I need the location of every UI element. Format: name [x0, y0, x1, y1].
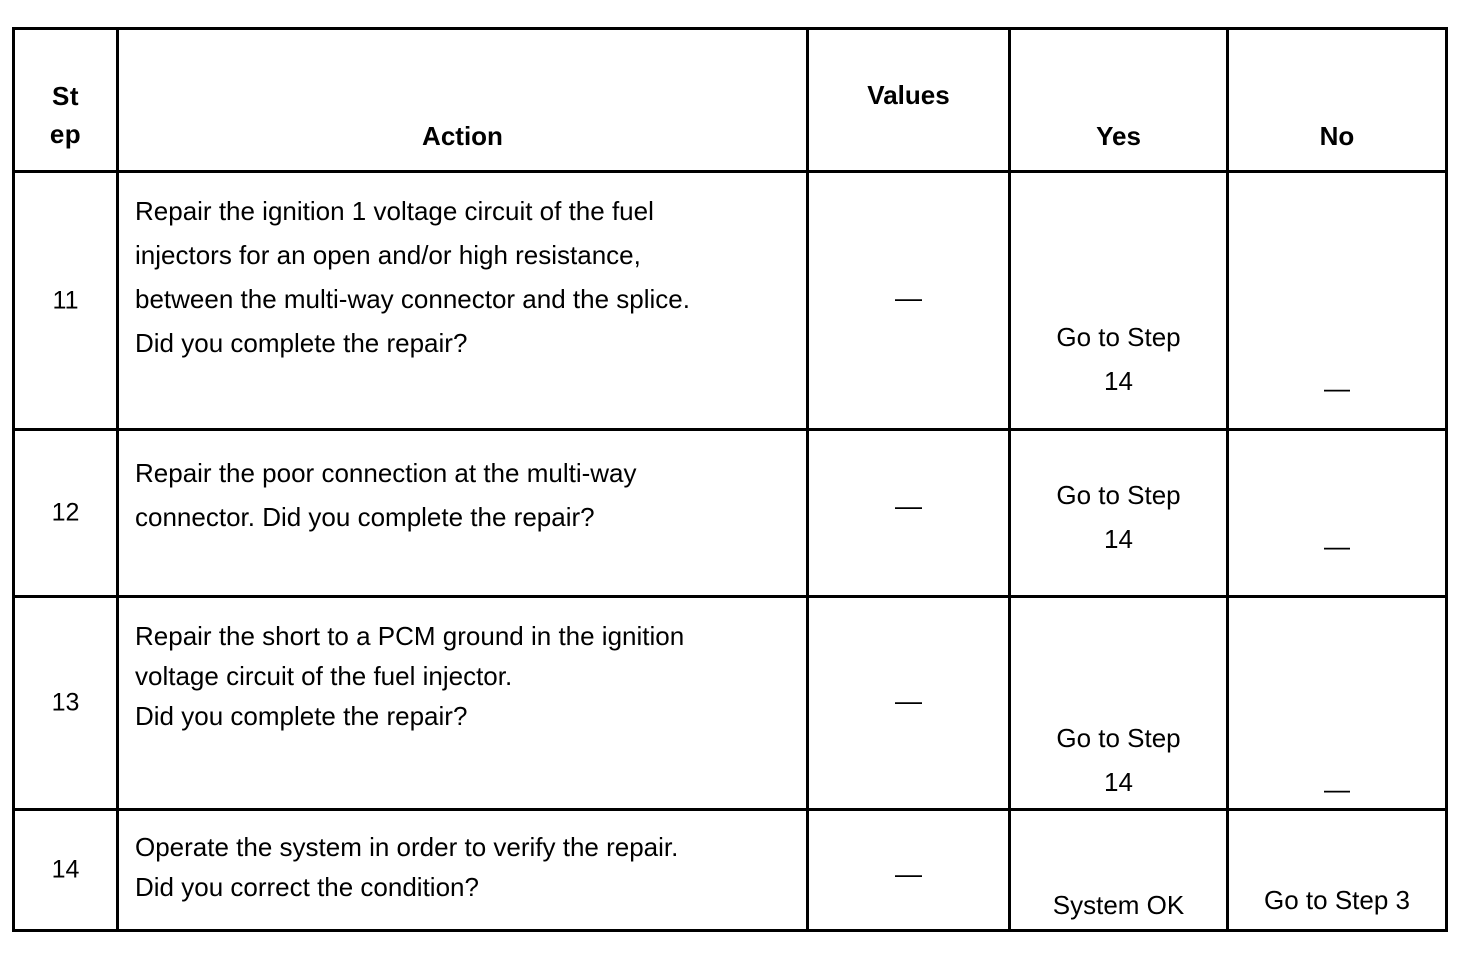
header-no-label: No: [1319, 121, 1355, 151]
no-result: —: [1324, 774, 1350, 804]
cell-values: —: [806, 428, 1011, 598]
header-cell-yes: Yes: [1008, 27, 1229, 173]
table-row: 14 Operate the system in order to verify…: [12, 808, 1448, 932]
cell-step: 13: [12, 595, 119, 811]
action-text: Operate the system in order to verify th…: [135, 832, 679, 902]
header-action-label: Action: [422, 121, 503, 151]
yes-result: Go to Step 14: [1056, 480, 1181, 554]
no-result: Go to Step 3: [1264, 885, 1410, 915]
table-row: 11 Repair the ignition 1 voltage circuit…: [12, 170, 1448, 431]
header-cell-action: Action: [116, 27, 809, 173]
step-number: 11: [52, 286, 79, 314]
cell-no: —: [1226, 170, 1448, 431]
table-row: 12 Repair the poor connection at the mul…: [12, 428, 1448, 598]
step-number: 14: [51, 855, 80, 884]
no-result: —: [1324, 531, 1350, 561]
header-cell-values: Values: [806, 27, 1011, 173]
table-body: 11 Repair the ignition 1 voltage circuit…: [12, 170, 1448, 932]
cell-step: 11: [12, 170, 119, 431]
cell-no: —: [1226, 595, 1448, 811]
cell-action: Operate the system in order to verify th…: [116, 808, 809, 932]
action-text: Repair the poor connection at the multi-…: [135, 458, 637, 532]
cell-values: —: [806, 595, 1011, 811]
values-dash: —: [895, 686, 922, 716]
header-step-stack: St ep: [15, 77, 116, 153]
cell-yes: Go to Step 14: [1008, 595, 1229, 811]
header-row: St ep Action Values Yes No: [12, 27, 1448, 173]
step-number: 13: [51, 688, 80, 717]
no-result: —: [1324, 373, 1350, 403]
cell-action: Repair the short to a PCM ground in the …: [116, 595, 809, 811]
values-dash: —: [895, 491, 922, 521]
cell-step: 12: [12, 428, 119, 598]
yes-result: Go to Step 14: [1056, 723, 1181, 797]
cell-yes: Go to Step 14: [1008, 170, 1229, 431]
diagnostic-table: St ep Action Values Yes No: [12, 27, 1448, 932]
cell-yes: System OK: [1008, 808, 1229, 932]
header-values-label: Values: [867, 80, 950, 110]
table-header: St ep Action Values Yes No: [12, 27, 1448, 173]
cell-action: Repair the poor connection at the multi-…: [116, 428, 809, 598]
header-step-line1: St: [52, 81, 79, 111]
header-step-line2: ep: [49, 119, 82, 149]
cell-action: Repair the ignition 1 voltage circuit of…: [116, 170, 809, 431]
cell-values: —: [806, 170, 1011, 431]
cell-no: —: [1226, 428, 1448, 598]
table-row: 13 Repair the short to a PCM ground in t…: [12, 595, 1448, 811]
cell-values: —: [806, 808, 1011, 932]
cell-yes: Go to Step 14: [1008, 428, 1229, 598]
values-dash: —: [895, 283, 922, 313]
action-text: Repair the short to a PCM ground in the …: [135, 621, 685, 731]
header-cell-no: No: [1226, 27, 1448, 173]
header-yes-label: Yes: [1096, 121, 1141, 151]
step-number: 12: [51, 498, 80, 527]
header-cell-step: St ep: [12, 27, 119, 173]
yes-result: System OK: [1052, 890, 1185, 920]
values-dash: —: [895, 859, 922, 889]
yes-result: Go to Step 14: [1056, 322, 1181, 396]
cell-step: 14: [12, 808, 119, 932]
action-text: Repair the ignition 1 voltage circuit of…: [135, 196, 690, 358]
cell-no: Go to Step 3: [1226, 808, 1448, 932]
